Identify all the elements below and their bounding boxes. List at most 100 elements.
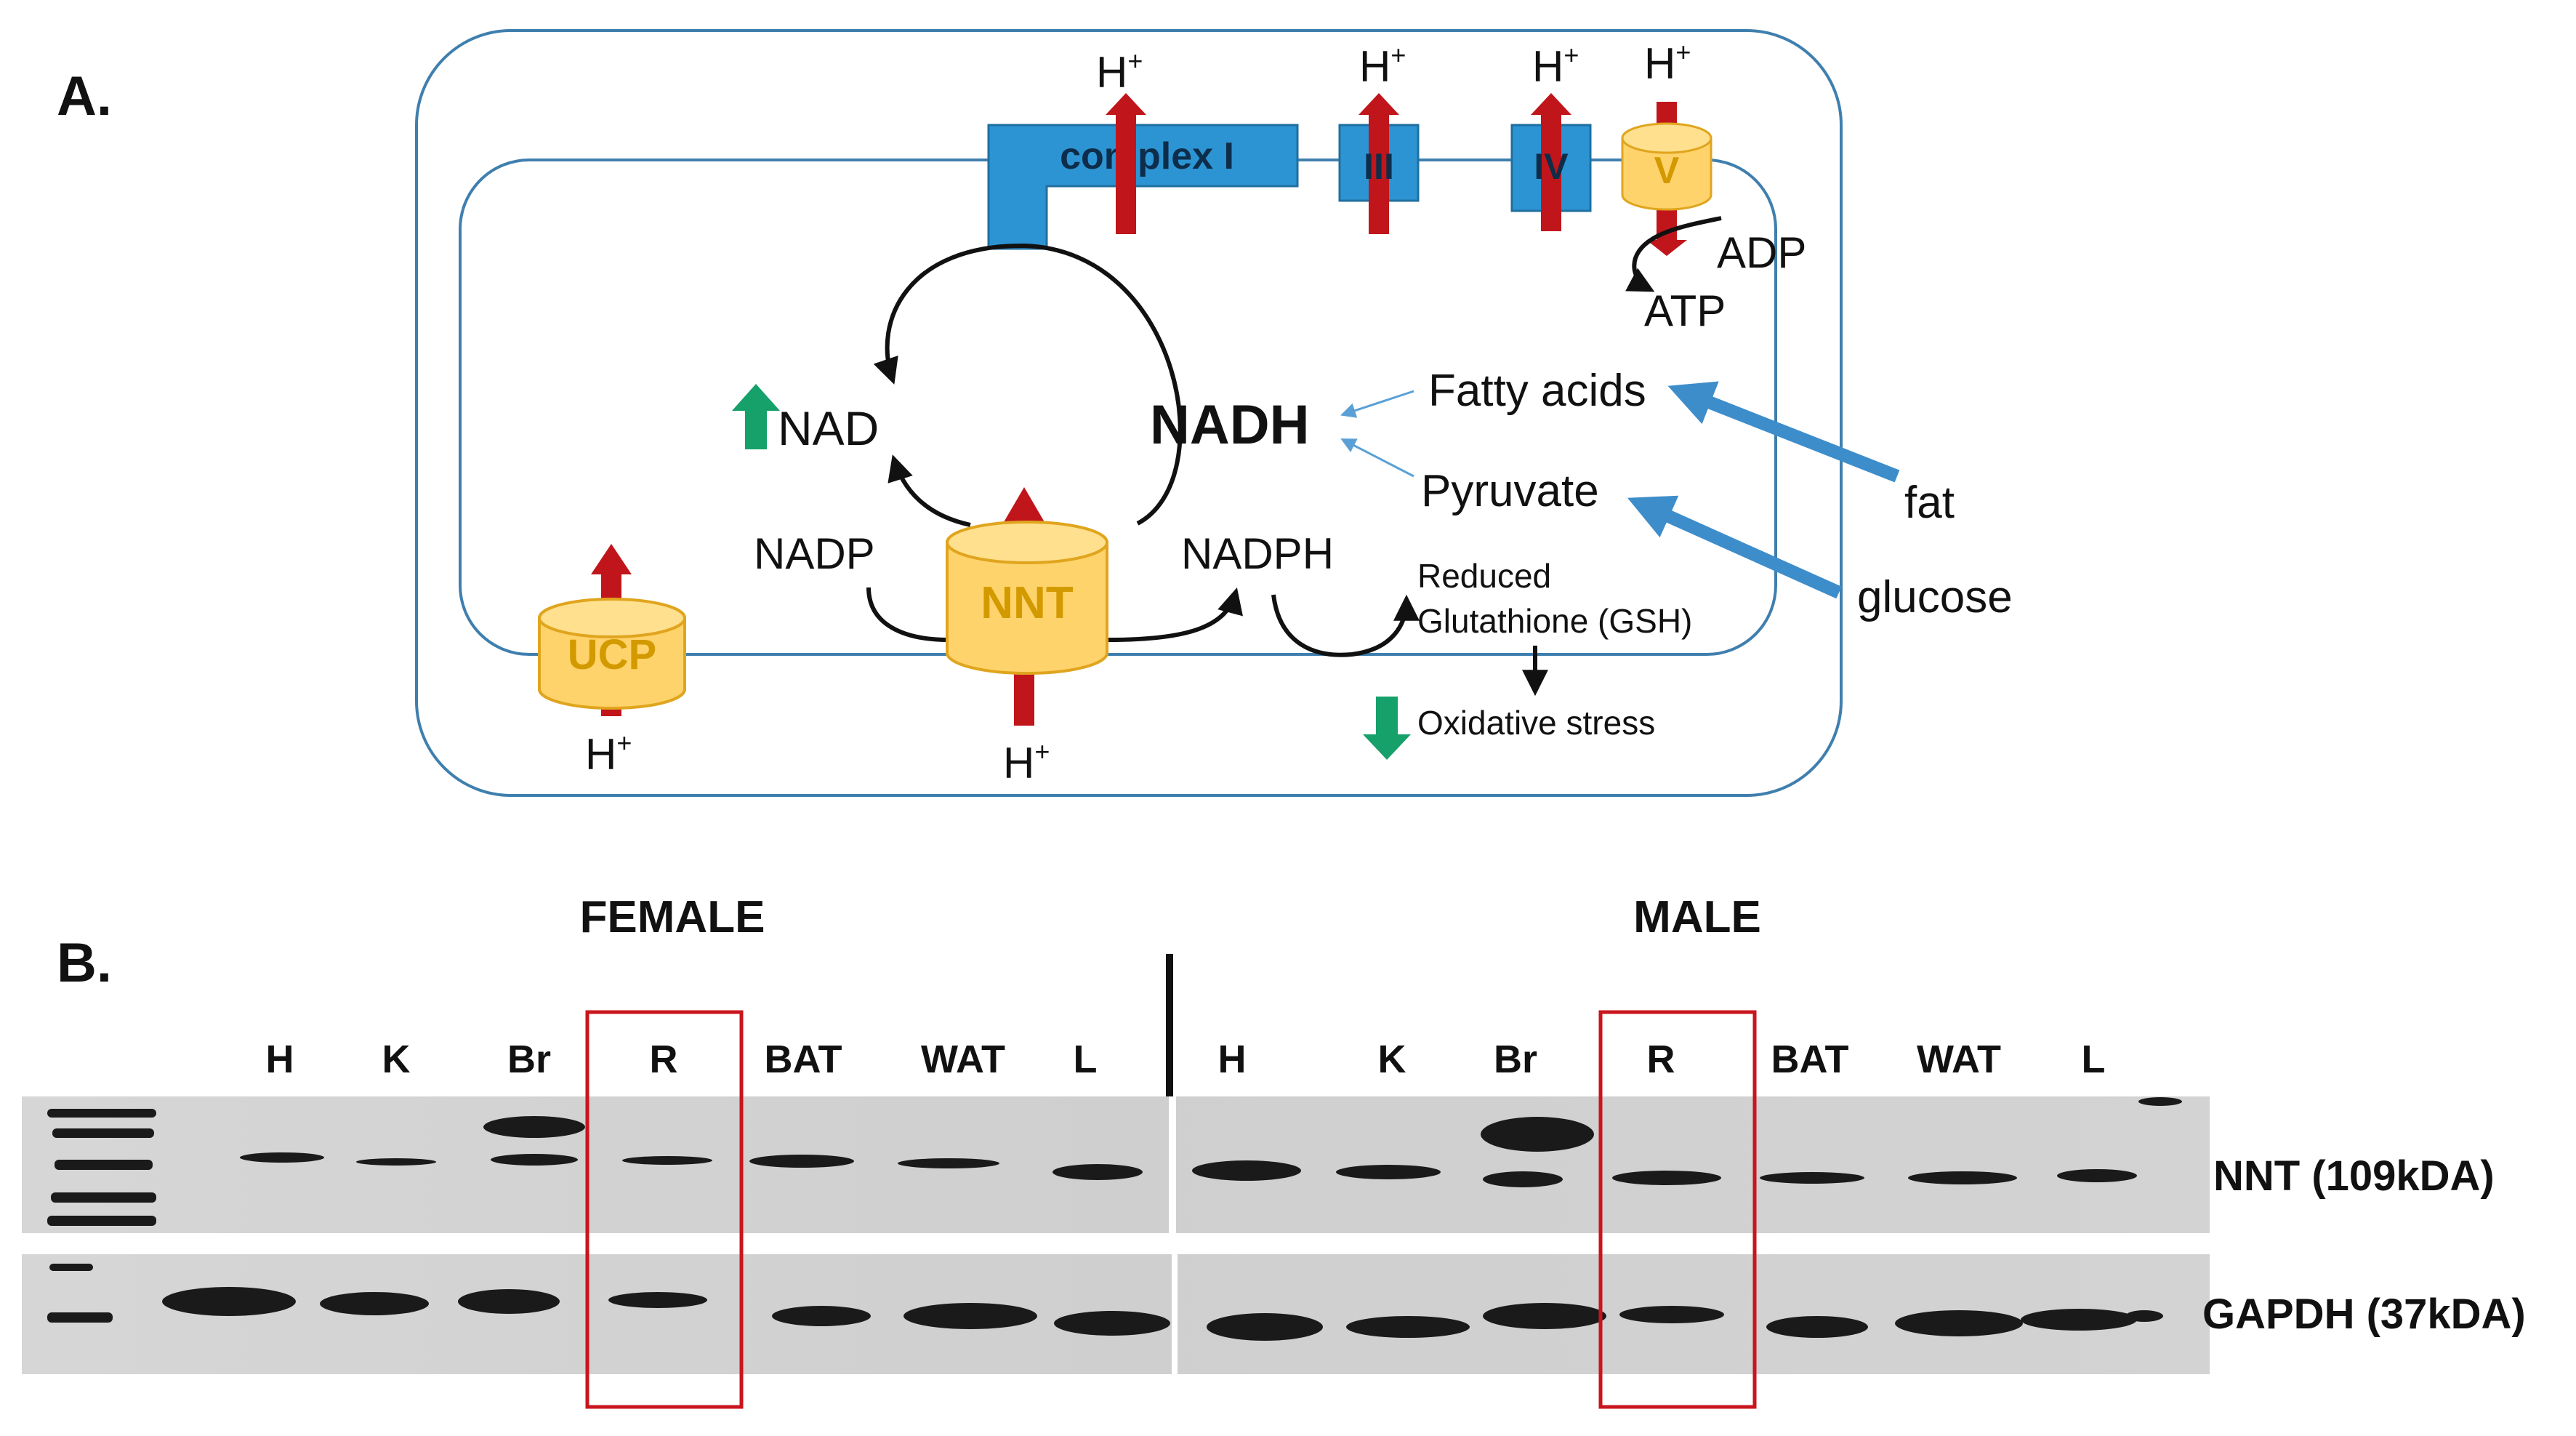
proton-label-complex-iii: H+ <box>1359 40 1406 91</box>
proton-label-atp-synthase: H+ <box>1644 37 1691 88</box>
lane-label: BAT <box>1771 1038 1849 1081</box>
lane-label: WAT <box>921 1038 1005 1081</box>
lane-label: K <box>382 1038 411 1081</box>
band <box>1192 1160 1301 1181</box>
female-lane-labels: H K Br R BAT WAT L <box>266 1038 1098 1081</box>
band <box>1612 1171 1721 1185</box>
band <box>1052 1164 1143 1180</box>
lane-label: K <box>1378 1038 1406 1081</box>
lane-label: Br <box>507 1038 551 1081</box>
band <box>2138 1097 2182 1106</box>
band <box>1483 1303 1606 1329</box>
atp-synthase: V <box>1621 122 1712 211</box>
nnt-label: NNT <box>981 578 1074 628</box>
proton-arrow-complex-i <box>1106 93 1146 234</box>
lane-label: H <box>266 1038 294 1081</box>
panel-a: A. complex I III IV V <box>57 29 2013 797</box>
nad-label: NAD <box>778 401 879 455</box>
highlight-female-r <box>585 1010 744 1409</box>
group-title-male: MALE <box>1633 892 1761 942</box>
adp-atp-arrow <box>1625 216 1722 292</box>
band <box>903 1303 1037 1329</box>
band <box>162 1287 296 1316</box>
band <box>1346 1316 1470 1338</box>
outer-membrane <box>415 29 1843 797</box>
oxidative-stress-decrease-arrow <box>1363 697 1411 760</box>
atp-label: ATP <box>1644 286 1726 335</box>
nnt-blot-splice <box>1169 1096 1176 1233</box>
proton-arrow-complex-iv <box>1531 93 1571 231</box>
group-title-female: FEMALE <box>580 892 765 942</box>
band <box>622 1156 712 1165</box>
fat-to-fatty-acids-arrow <box>1667 381 1900 483</box>
band <box>2125 1310 2163 1322</box>
band <box>898 1158 999 1168</box>
band <box>1766 1316 1868 1338</box>
oxidative-stress-label: Oxidative stress <box>1417 704 1655 742</box>
lane-label: Br <box>1494 1038 1537 1081</box>
proton-label-nnt: H+ <box>1003 737 1050 787</box>
band <box>1481 1117 1594 1152</box>
band <box>608 1292 707 1308</box>
proton-labels: H+ H+ H+ H+ H+ H+ <box>585 37 1691 787</box>
complex-v-label: V <box>1654 150 1680 192</box>
adp-label: ADP <box>1717 228 1806 277</box>
ucp-transporter: UCP <box>538 598 686 710</box>
nadp-label: NADP <box>754 529 875 578</box>
fat-label: fat <box>1904 478 1955 528</box>
band <box>1054 1311 1170 1336</box>
band <box>491 1154 578 1166</box>
nadp-to-nnt-arrow <box>866 587 949 642</box>
band <box>2057 1169 2137 1182</box>
nadph-label: NADPH <box>1181 529 1334 578</box>
nadph-to-gsh-arrow <box>1271 594 1420 657</box>
ladder <box>47 1109 156 1323</box>
band <box>1760 1172 1864 1184</box>
panel-a-label: A. <box>57 65 112 127</box>
band <box>749 1155 854 1168</box>
pyruvate-label: Pyruvate <box>1421 466 1599 516</box>
proton-label-ucp: H+ <box>585 728 632 779</box>
band <box>1908 1171 2017 1184</box>
panel-b-label: B. <box>57 932 112 994</box>
nnt-bands <box>240 1097 2182 1187</box>
proton-arrow-complex-iii <box>1359 93 1399 234</box>
complex-i-label: complex I <box>1060 135 1234 177</box>
highlight-male-r <box>1598 1010 1757 1409</box>
fatty-acids-to-nadh-arrow <box>1340 390 1414 418</box>
gsh-label-line1: Reduced <box>1417 557 1551 595</box>
lane-label: L <box>1074 1038 1098 1081</box>
proton-label-complex-i: H+ <box>1096 46 1143 97</box>
band <box>356 1158 436 1166</box>
lane-label: R <box>1647 1038 1675 1081</box>
complex-iii-label: III <box>1364 146 1394 187</box>
nadh-to-nad-loop <box>873 243 1183 526</box>
band <box>772 1306 871 1326</box>
lane-label: H <box>1218 1038 1247 1081</box>
lane-label: WAT <box>1917 1038 2001 1081</box>
nnt-transporter: NNT <box>946 521 1108 675</box>
panel-b: B. FEMALE MALE H K Br R BAT WAT L H K Br… <box>22 892 2526 1409</box>
nnt-blot-label: NNT (109kDA) <box>2213 1152 2495 1200</box>
glucose-label: glucose <box>1857 572 2013 622</box>
band <box>320 1292 429 1315</box>
lane-label: BAT <box>765 1038 842 1081</box>
band <box>1895 1310 2023 1336</box>
nad-increase-arrow <box>732 384 780 449</box>
complex-iv-label: IV <box>1534 146 1569 187</box>
band <box>240 1152 324 1163</box>
nnt-to-nadph-arrow <box>1108 587 1243 642</box>
group-divider <box>1166 954 1173 1098</box>
band <box>2021 1309 2137 1331</box>
band <box>1483 1171 1563 1187</box>
band <box>1619 1306 1724 1323</box>
band <box>1207 1313 1323 1341</box>
lane-label: L <box>2082 1038 2106 1081</box>
band <box>483 1116 585 1138</box>
lane-label: R <box>650 1038 678 1081</box>
gsh-label-line2: Glutathione (GSH) <box>1417 602 1692 640</box>
nnt-to-nad-arrow <box>887 454 971 527</box>
pyruvate-to-nadh-arrow <box>1340 438 1414 478</box>
glucose-to-pyruvate-arrow <box>1627 495 1842 599</box>
